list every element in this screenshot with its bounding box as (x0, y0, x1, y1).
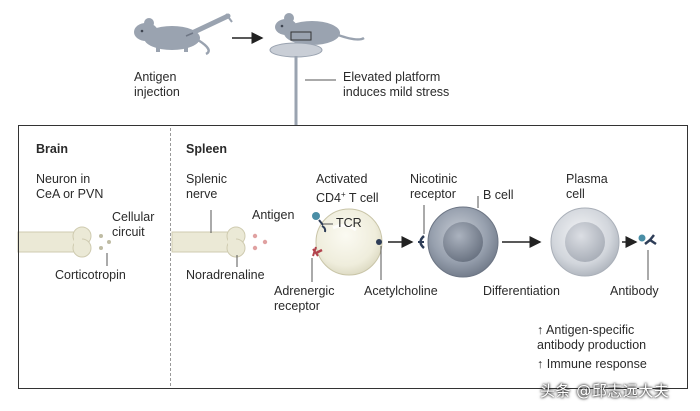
b-cell-label: B cell (483, 188, 514, 202)
mouse-injection-icon (134, 18, 210, 56)
panel-divider (170, 128, 171, 386)
adrenergic-receptor-icon (312, 246, 323, 257)
acetylcholine-label: Acetylcholine (364, 284, 438, 298)
splenic-nerve-icon (171, 226, 246, 258)
brain-spleen-panel (18, 125, 688, 389)
antigen-label: Antigen (252, 208, 295, 222)
splenic-nerve-label: Splenic nerve (186, 172, 227, 201)
plasma-cell-label: Plasma cell (566, 172, 608, 201)
antigen-injection-label: Antigen injection (134, 70, 180, 99)
antigen-tcr-icon (312, 212, 327, 233)
neuron-label: Neuron in CeA or PVN (36, 172, 104, 201)
antibody-label: Antibody (610, 284, 659, 298)
antibody-icon (638, 234, 657, 246)
outcomes-list: ↑ Antigen-specific antibody production ↑… (537, 323, 647, 371)
nicotinic-receptor-label: Nicotinic receptor (410, 172, 458, 201)
noradrenaline-label: Noradrenaline (186, 268, 265, 282)
plasma-cell-icon (550, 207, 620, 277)
syringe-icon (185, 13, 233, 37)
brain-neuron-icon (17, 226, 92, 258)
brain-title: Brain (36, 142, 68, 156)
watermark: 头条 @邱志远大夫 (540, 382, 670, 400)
elevated-platform-icon (269, 42, 336, 125)
corticotropin-label: Corticotropin (55, 268, 126, 282)
acetylcholine-icon (376, 239, 382, 245)
noradrenaline-dots-icon (252, 233, 268, 251)
b-cell-icon (427, 206, 499, 278)
nicotinic-receptor-icon (418, 235, 425, 249)
tcr-label: TCR (336, 216, 362, 230)
adrenergic-receptor-label: Adrenergic receptor (274, 284, 335, 313)
spleen-title: Spleen (186, 142, 227, 156)
corticotropin-dots-icon (99, 234, 111, 250)
mouse-platform-icon (275, 13, 365, 45)
activated-t-cell-label: Activated CD4+ T cell (316, 172, 379, 206)
platform-label: Elevated platform induces mild stress (343, 70, 450, 99)
cellular-circuit-label: Cellular circuit (112, 210, 155, 239)
differentiation-label: Differentiation (483, 284, 560, 298)
